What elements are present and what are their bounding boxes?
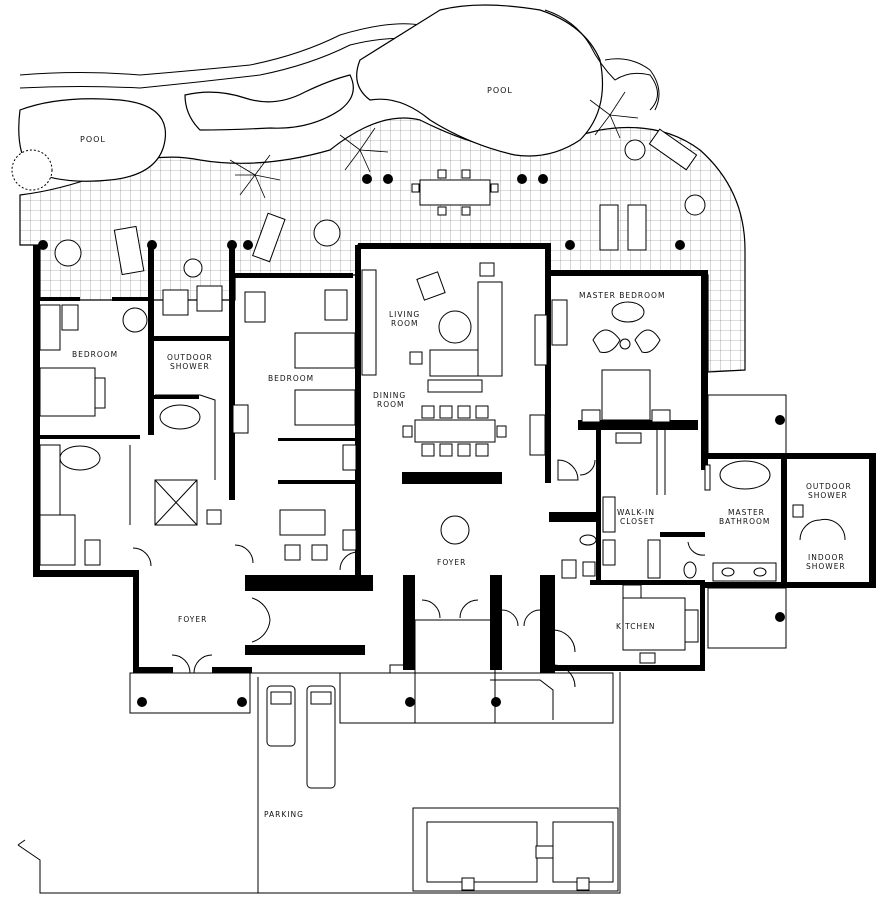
living-room-label-1: LIVING <box>389 310 420 319</box>
pool-right-label: POOL <box>487 86 513 95</box>
walkin-closet-label-2: CLOSET <box>620 517 655 526</box>
outdoor-shower-left-label-1: OUTDOOR <box>167 353 213 362</box>
pool-left <box>18 23 421 182</box>
deck-furniture <box>54 128 706 316</box>
master-bedroom-label: MASTER BEDROOM <box>579 291 665 300</box>
site-outline <box>17 619 621 894</box>
walkin-closet-label-1: WALK-IN <box>617 508 655 517</box>
parking-label: PARKING <box>264 810 304 819</box>
foyer-center-label: FOYER <box>437 558 466 567</box>
indoor-shower-label-1: INDOOR <box>808 553 845 562</box>
indoor-shower-label-2: SHOWER <box>806 562 846 571</box>
exterior-walls <box>33 243 876 673</box>
foyer-left-label: FOYER <box>178 615 207 624</box>
outdoor-shower-left-label-2: SHOWER <box>170 362 210 371</box>
bedroom-left-label: BEDROOM <box>72 350 118 359</box>
room-labels: BEDROOM OUTDOOR SHOWER BEDROOM LIVING RO… <box>72 291 852 819</box>
palm-icon <box>229 91 639 199</box>
outdoor-shower-right-label-2: SHOWER <box>808 491 848 500</box>
kitchen-label: KITCHEN <box>616 622 656 631</box>
bedroom-center-label: BEDROOM <box>268 374 314 383</box>
master-bathroom-label-1: MASTER <box>728 508 765 517</box>
outdoor-shower-right-label-1: OUTDOOR <box>806 482 852 491</box>
tree-icon <box>11 149 53 191</box>
interior-fixtures <box>39 262 846 688</box>
pool-left-label: POOL <box>80 135 106 144</box>
entry-columns <box>137 415 785 707</box>
living-room-label-2: ROOM <box>391 319 419 328</box>
pool-right <box>356 4 660 157</box>
dining-room-label-2: ROOM <box>377 400 405 409</box>
dining-room-label-1: DINING <box>373 391 406 400</box>
master-bathroom-label-2: BATHROOM <box>719 517 770 526</box>
